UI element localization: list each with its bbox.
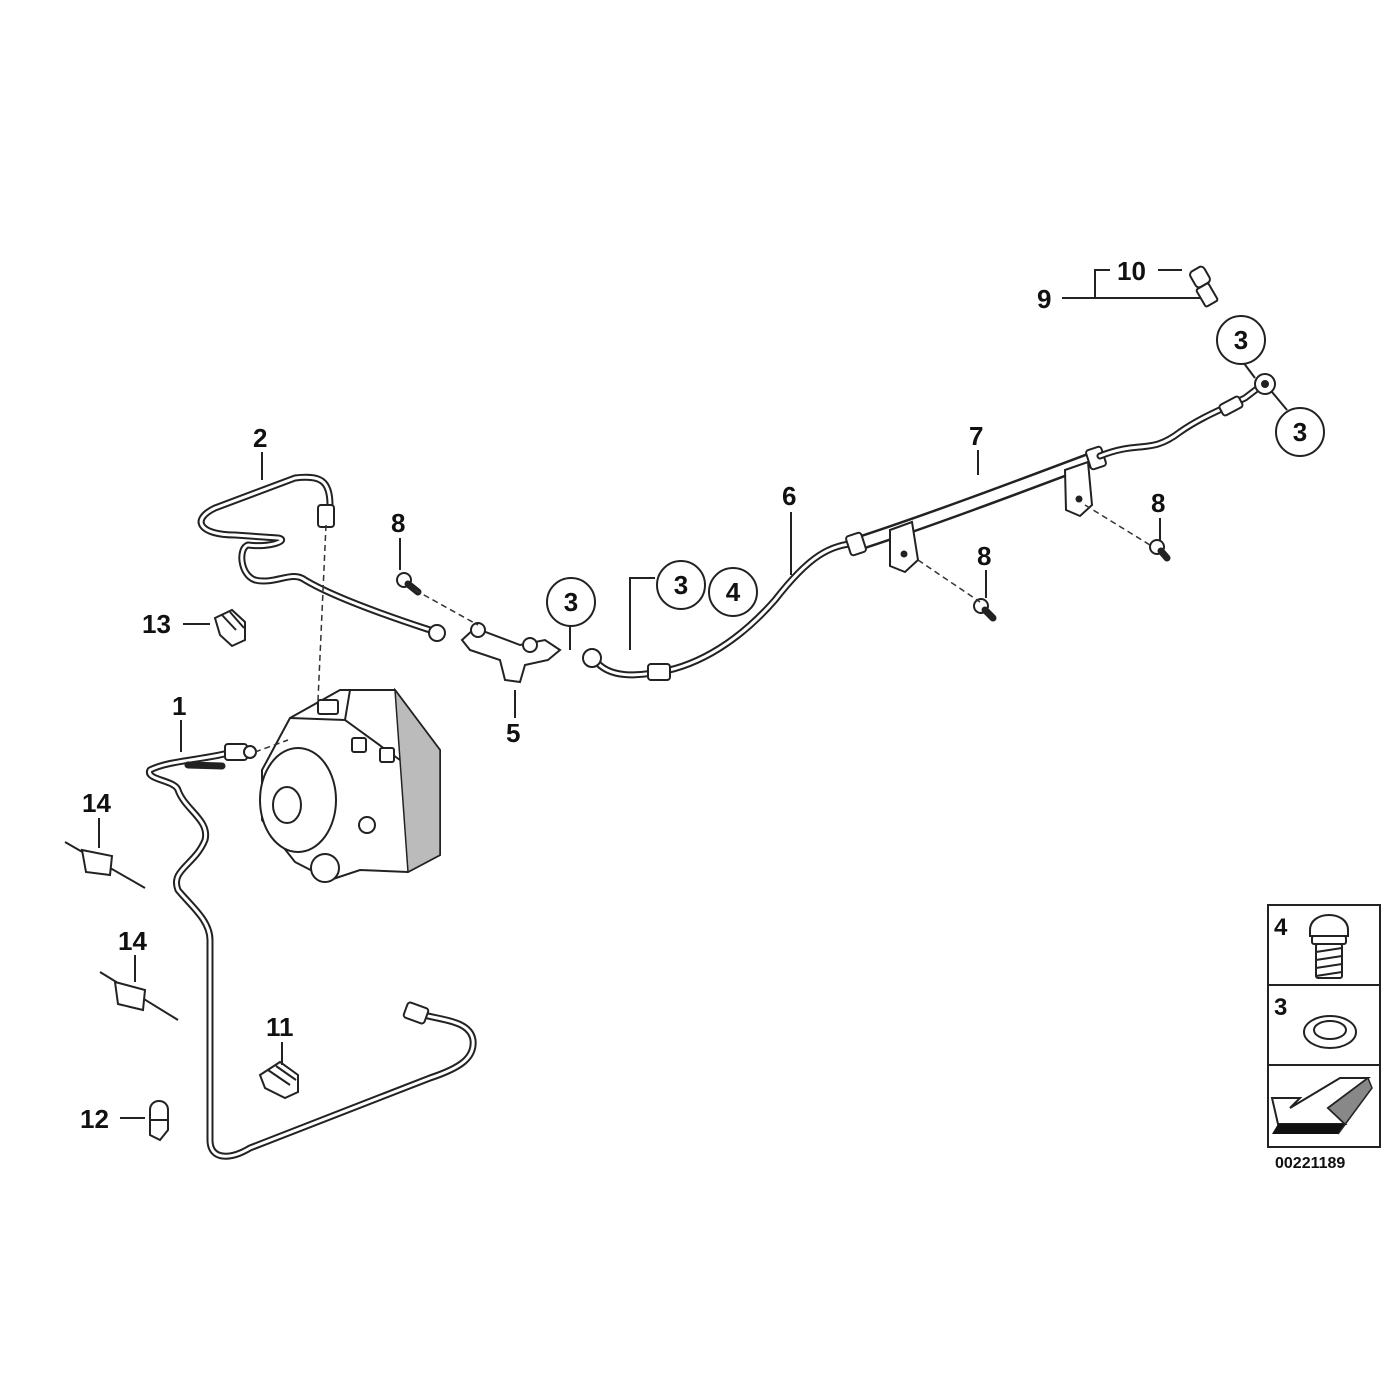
leader-lines — [98, 269, 1288, 1119]
banjo-bolt-icon — [1309, 914, 1349, 979]
svg-text:3: 3 — [564, 587, 578, 617]
callout-13: 13 — [142, 609, 171, 639]
hydraulic-unit — [259, 687, 441, 883]
cable-tie-14-lower — [99, 971, 179, 1021]
circled-callout-3-hose: 3 — [656, 560, 706, 610]
bleeder-valve-10 — [1189, 265, 1219, 308]
direction-arrow-icon — [1270, 1076, 1373, 1135]
callout-8-c: 8 — [1151, 488, 1165, 518]
callout-11: 11 — [266, 1012, 294, 1042]
brake-pipe-2 — [197, 473, 446, 642]
diagram-code: 00221189 — [1275, 1155, 1345, 1172]
callout-7: 7 — [969, 421, 983, 451]
callout-14-upper: 14 — [82, 788, 111, 818]
callout-14-lower: 14 — [118, 926, 147, 956]
screw-8-b — [973, 598, 997, 622]
legend-number-4: 4 — [1274, 914, 1288, 941]
circled-callout-3-right: 3 — [1275, 407, 1325, 457]
brake-hose-6 — [582, 539, 862, 681]
callout-10: 10 — [1117, 256, 1146, 286]
brake-hose-7 — [845, 373, 1276, 574]
sealing-ring-icon — [1303, 1015, 1357, 1049]
callout-8-a: 8 — [391, 508, 405, 538]
connection-lines — [254, 504, 1151, 753]
callout-6: 6 — [782, 481, 796, 511]
legend-number-3: 3 — [1274, 994, 1287, 1021]
callout-5: 5 — [506, 718, 520, 748]
legend-box: 4 3 — [1267, 904, 1381, 1148]
callout-12: 12 — [80, 1104, 109, 1134]
svg-text:3: 3 — [1293, 417, 1307, 447]
clip-12 — [149, 1100, 169, 1142]
cable-tie-14-upper — [64, 841, 146, 889]
svg-text:4: 4 — [726, 577, 741, 607]
clip-11 — [258, 1060, 299, 1100]
bracket-5 — [460, 622, 562, 684]
svg-text:3: 3 — [1234, 325, 1248, 355]
svg-text:3: 3 — [674, 570, 688, 600]
circled-callout-4-hose: 4 — [708, 567, 758, 617]
callout-8-b: 8 — [977, 541, 991, 571]
callout-2: 2 — [253, 423, 267, 453]
clip-13 — [213, 608, 246, 648]
callout-1: 1 — [172, 691, 186, 721]
circled-callout-3-bracket: 3 — [546, 577, 596, 627]
screw-8-c — [1149, 539, 1171, 562]
screw-8-a — [396, 572, 422, 596]
circled-callout-3-upper-right: 3 — [1216, 315, 1266, 365]
callout-9: 9 — [1037, 284, 1051, 314]
brake-pipe-1 — [146, 743, 477, 1160]
